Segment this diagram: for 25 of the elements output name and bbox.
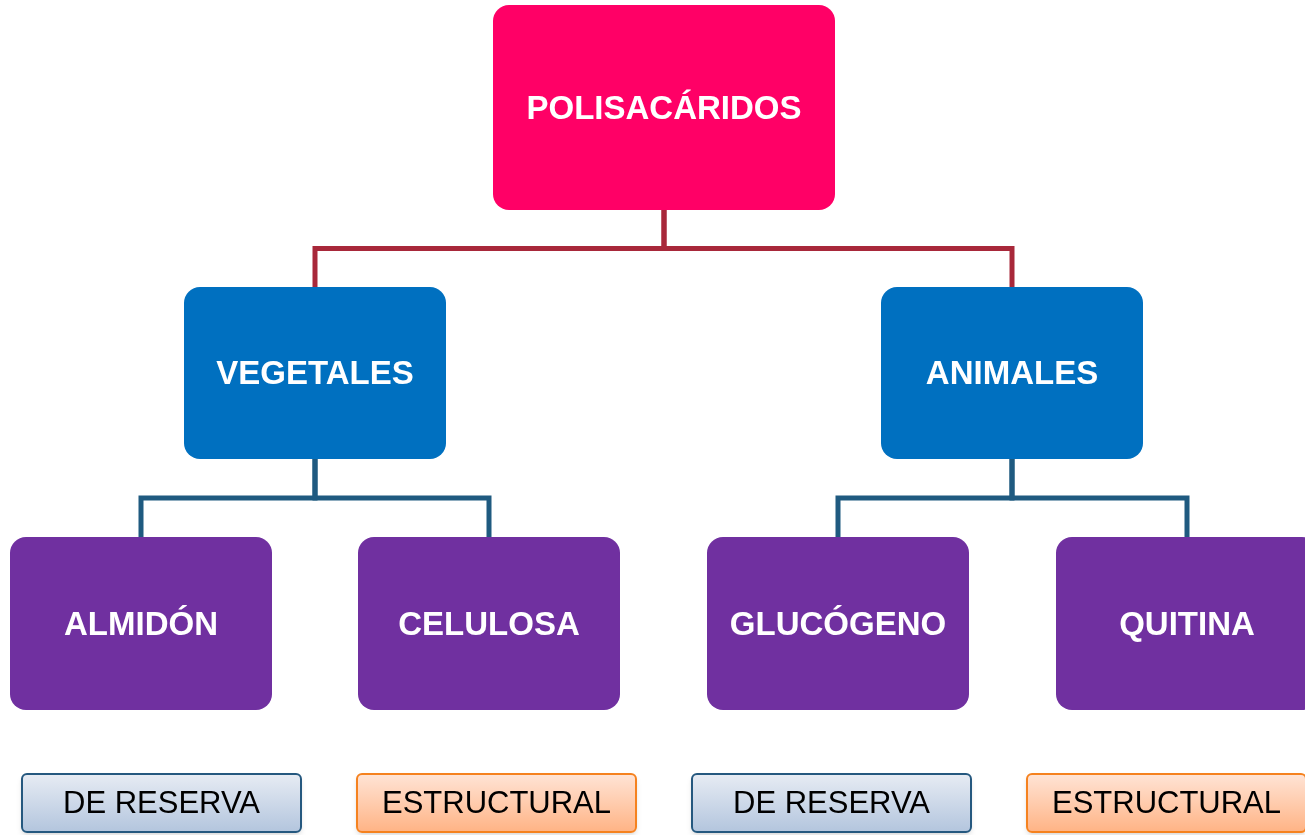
connector-line — [312, 459, 492, 537]
node-label: CELULOSA — [398, 603, 580, 644]
function-tag — [356, 773, 637, 833]
node-label: QUITINA — [1119, 603, 1255, 644]
function-tag — [691, 773, 972, 833]
connector-line — [1009, 459, 1190, 537]
category-box — [184, 287, 446, 459]
node-label: DE RESERVA — [733, 783, 930, 822]
node-label: GLUCÓGENO — [729, 603, 947, 644]
connector-line — [661, 210, 1015, 287]
polysaccharide-box — [707, 537, 969, 710]
function-tag — [21, 773, 302, 833]
node-label: ESTRUCTURAL — [381, 783, 612, 822]
node-label: ESTRUCTURAL — [1051, 783, 1282, 822]
function-tag — [1026, 773, 1305, 833]
node-label: DE RESERVA — [63, 783, 260, 822]
node-label: ANIMALES — [925, 353, 1099, 394]
node-label: ALMIDÓN — [64, 603, 218, 644]
category-box — [881, 287, 1143, 459]
polysaccharide-box — [10, 537, 272, 710]
polysaccharide-box — [358, 537, 620, 710]
polysaccharide-box — [1056, 537, 1305, 710]
node-label: POLISACÁRIDOS — [526, 87, 802, 128]
node-label: VEGETALES — [216, 353, 414, 394]
root-box — [493, 5, 835, 210]
